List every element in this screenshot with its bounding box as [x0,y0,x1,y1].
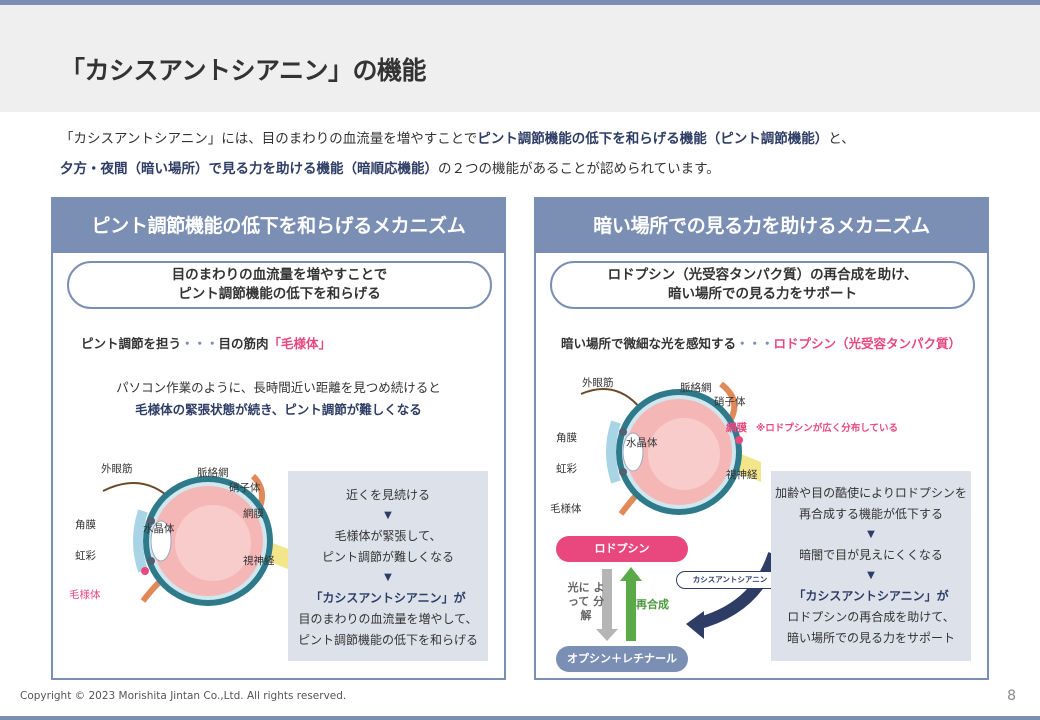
role-label: 暗い場所で微細な光を感知する [561,336,737,351]
label-iris: 虹彩 [75,550,96,562]
label-retina-note: ※ロドプシンが広く分布している [756,423,898,434]
summary-line: 暗い場所での見る力をサポート [668,286,857,302]
box-line: 近くを見続ける [345,488,430,502]
box-line: 再合成する機能が低下する [798,507,943,521]
eye-diagram [580,381,761,516]
box-line-emphasis: 「カシスアントシアニン」が [310,591,466,605]
box-line: ピント調節機能の低下を和らげる [297,633,478,647]
note-line-emphasis: 毛様体の緊張状態が続き、ピント調節が難しくなる [135,402,422,417]
label-optic-nerve: 視神経 [726,469,758,481]
box-line: ピント調節が難しくなる [321,550,454,564]
intro-highlight-focus: ピント調節機能の低下を和らげる機能（ピント調節機能） [477,131,829,147]
box-line: 毛様体が緊張して、 [334,529,442,543]
label-choroid: 脈絡網 [197,467,229,479]
dark-vision-mechanism-panel: 暗い場所での見る力を助けるメカニズム ロドプシン（光受容タンパク質）の再合成を助… [534,197,989,680]
role-text: ピント調節を担う・・・目の筋肉「毛様体」 [81,333,331,352]
summary-pill: ロドプシン（光受容タンパク質）の再合成を助け、 暗い場所での見る力をサポート [550,261,975,309]
panel-title: ピント調節機能の低下を和らげるメカニズム [53,199,504,253]
summary-line: 目のまわりの血流量を増やすことで [171,267,388,283]
label-cornea: 角膜 [75,519,96,531]
intro-line-2: 夕方・夜間（暗い場所）で見る力を助ける機能（暗順応機能）の２つの機能があることが… [60,154,1000,184]
down-arrow-icon: ▼ [867,570,875,581]
role-label: ピント調節を担う [81,336,182,351]
down-arrow-icon: ▼ [384,572,392,583]
eye-diagram [102,473,293,606]
bottom-accent-bar [0,716,1040,720]
intro-text: 「カシスアントシアニン」には、目のまわりの血流量を増やすことでピント調節機能の低… [60,124,1000,184]
label-lens: 水晶体 [143,523,175,535]
summary-line: ロドプシン（光受容タンパク質）の再合成を助け、 [607,267,918,283]
resynthesis-label: 再合成 [636,598,669,611]
focus-explanation-box: 近くを見続ける ▼ 毛様体が緊張して、 ピント調節が難しくなる ▼ 「カシスアン… [288,471,488,661]
label-iris: 虹彩 [556,463,577,475]
down-arrow-icon: ▼ [384,510,392,521]
page-title: 「カシスアントシアニン」の機能 [60,56,427,85]
role-dots: ・・・ [736,336,774,351]
rhodopsin-badge: ロドプシン [556,536,688,562]
role-highlight: 「毛様体」 [268,336,332,351]
page-header: 「カシスアントシアニン」の機能 [0,5,1040,112]
down-arrow-icon: ▼ [867,529,875,540]
label-choroid: 脈絡網 [680,382,712,394]
intro-highlight-dark: 夕方・夜間（暗い場所）で見る力を助ける機能（暗順応機能） [60,161,438,177]
label-vitreous: 硝子体 [714,396,746,408]
light-decomposition-label: 光に よって 分解 [567,581,605,622]
top-accent-bar [0,0,1040,5]
summary-line: ピント調節機能の低下を和らげる [178,286,381,302]
intro-text-normal: 「カシスアントシアニン」には、目のまわりの血流量を増やすことで [60,131,478,147]
label-ciliary-body: 毛様体 [550,503,582,515]
label-retina: 網膜 [243,508,264,520]
role-highlight: ロドプシン（光受容タンパク質） [773,336,962,351]
box-line: 目のまわりの血流量を増やして、 [298,612,478,626]
label-vitreous: 硝子体 [229,482,261,494]
label-retina: 網膜 [726,422,747,434]
dark-vision-explanation-box: 加齢や目の酷使によりロドプシンを 再合成する機能が低下する ▼ 暗闇で目が見えに… [771,471,971,661]
intro-text-normal: の２つの機能があることが認められています。 [438,161,720,177]
intro-line-1: 「カシスアントシアニン」には、目のまわりの血流量を増やすことでピント調節機能の低… [60,124,1000,154]
note-line: パソコン作業のように、長時間近い距離を見つめ続けると [116,380,441,395]
role-label: 目の筋肉 [218,336,269,351]
box-line: ロドプシンの再合成を助けて、 [787,610,955,624]
label-extraocular-muscle: 外眼筋 [582,377,614,389]
box-line-emphasis: 「カシスアントシアニン」が [793,589,949,603]
note-text: パソコン作業のように、長時間近い距離を見つめ続けると 毛様体の緊張状態が続き、ピ… [53,377,504,421]
label-ciliary-body: 毛様体 [69,589,101,601]
intro-text-normal: と、 [828,131,855,147]
label-extraocular-muscle: 外眼筋 [101,463,133,475]
label-lens: 水晶体 [626,437,658,449]
cassis-anthocyanin-badge: カシスアントシアニン [676,571,784,589]
label-optic-nerve: 視神経 [243,555,275,567]
copyright-footer: Copyright © 2023 Morishita Jintan Co.,Lt… [20,690,347,702]
role-text: 暗い場所で微細な光を感知する・・・ロドプシン（光受容タンパク質） [561,333,961,352]
panel-title: 暗い場所での見る力を助けるメカニズム [536,199,987,253]
box-line: 暗い場所での見る力をサポート [786,631,955,645]
focus-mechanism-panel: ピント調節機能の低下を和らげるメカニズム 目のまわりの血流量を増やすことで ピン… [51,197,506,680]
page-number: 8 [1007,688,1016,704]
opsin-retinal-badge: オプシン＋レチナール [556,646,688,672]
rhodopsin-cycle-arrows [596,552,776,641]
box-line: 暗闇で目が見えにくくなる [799,548,943,562]
role-dots: ・・・ [181,336,219,351]
summary-pill: 目のまわりの血流量を増やすことで ピント調節機能の低下を和らげる [67,261,492,309]
label-cornea: 角膜 [556,432,577,444]
box-line: 加齢や目の酷使によりロドプシンを [775,486,967,500]
